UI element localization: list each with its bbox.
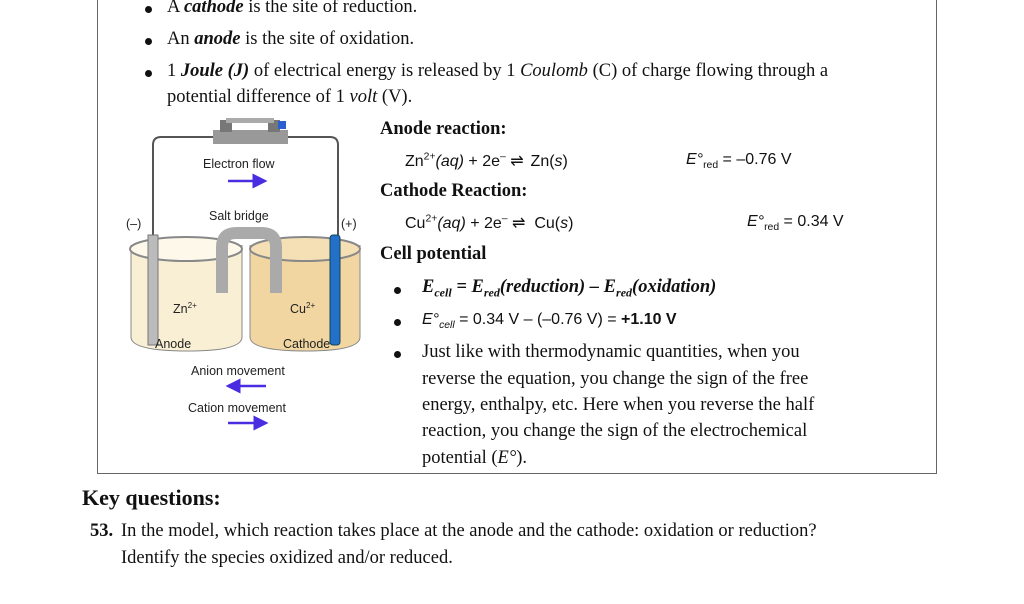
salt-bridge [216, 227, 282, 293]
bullet [145, 38, 152, 45]
cell-potential-heading: Cell potential [380, 244, 487, 264]
cell-potential-formula: Ecell = Ered(reduction) – Ered(oxidation… [422, 277, 717, 300]
anode-label: Anode [155, 337, 192, 351]
note-line: energy, enthalpy, etc. Here when you rev… [422, 395, 815, 415]
anode-equation: Zn2+(aq) + 2e– ⇌ Zn(s) [405, 151, 568, 170]
anode-reaction-heading: Anode reaction: [380, 119, 507, 139]
anion-movement-label: Anion movement [191, 364, 285, 378]
question-53-line1: In the model, which reaction takes place… [121, 521, 817, 541]
salt-bridge-label: Salt bridge [209, 209, 269, 223]
note-line: reverse the equation, you change the sig… [422, 369, 809, 389]
key-questions-heading: Key questions: [82, 485, 221, 510]
zinc-electrode [147, 234, 159, 346]
cathode-reaction-heading: Cathode Reaction: [380, 181, 528, 201]
plus-label: (+) [341, 217, 357, 231]
note-line: Just like with thermodynamic quantities,… [422, 342, 800, 362]
content-box [97, 0, 937, 474]
bullet [394, 319, 401, 326]
copper-electrode [329, 234, 341, 346]
bullet [145, 6, 152, 13]
cathode-equation: Cu2+(aq) + 2e– ⇌ Cu(s) [405, 213, 574, 232]
anode-definition: An anode is the site of oxidation. [167, 29, 415, 49]
galvanic-cell-diagram [129, 118, 361, 431]
bullet [394, 351, 401, 358]
question-53-line2: Identify the species oxidized and/or red… [121, 548, 453, 568]
anode-potential: E°red = –0.76 V [686, 151, 792, 172]
minus-label: (–) [126, 217, 142, 231]
wire [152, 136, 339, 235]
cathode-beaker [249, 236, 361, 262]
cathode-label: Cathode [283, 337, 331, 351]
electron-flow-label: Electron flow [203, 157, 275, 171]
bullet [145, 70, 152, 77]
joule-definition-line2: potential difference of 1 volt (V). [167, 87, 413, 107]
cathode-potential: E°red = 0.34 V [747, 213, 844, 234]
note-line: potential (E°). [422, 448, 528, 468]
bullet [394, 287, 401, 294]
cathode-definition: A cathode is the site of reduction. [167, 0, 418, 17]
cell-potential-calculation: E°cell = 0.34 V – (–0.76 V) = +1.10 V [422, 311, 677, 332]
joule-definition: 1 Joule (J) of electrical energy is rele… [167, 61, 829, 81]
note-line: reaction, you change the sign of the ele… [422, 421, 808, 441]
cu-ion-label: Cu2+ [290, 301, 316, 317]
question-number: 53. [90, 521, 114, 541]
switch-icon [213, 130, 288, 144]
cation-movement-label: Cation movement [188, 401, 286, 415]
zn-ion-label: Zn2+ [173, 301, 197, 317]
